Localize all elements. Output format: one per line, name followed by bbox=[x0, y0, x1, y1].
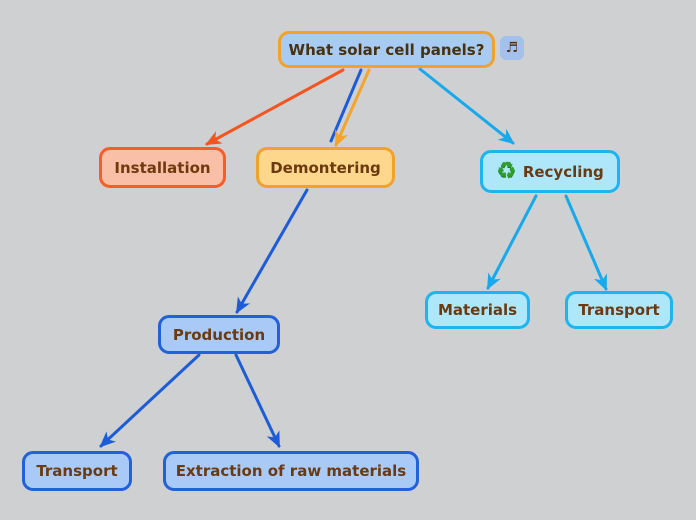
node-transport-left[interactable]: Transport bbox=[22, 451, 132, 491]
node-transport-right[interactable]: Transport bbox=[565, 291, 673, 329]
node-materials-label: Materials bbox=[437, 301, 518, 319]
node-production[interactable]: Production bbox=[158, 315, 280, 354]
node-extraction-label: Extraction of raw materials bbox=[175, 462, 407, 480]
music-notes-icon[interactable]: ♬ bbox=[500, 36, 524, 60]
node-recycling[interactable]: ♻ Recycling bbox=[480, 150, 620, 193]
node-demontering[interactable]: Demontering bbox=[256, 147, 395, 188]
edge-recycling-transport bbox=[564, 194, 608, 291]
edge-recycling-materials bbox=[486, 194, 538, 290]
node-root-label: What solar cell panels? bbox=[288, 40, 485, 59]
node-extraction[interactable]: Extraction of raw materials bbox=[163, 451, 419, 491]
node-transport-left-label: Transport bbox=[36, 462, 118, 480]
edge-production-extraction bbox=[234, 353, 281, 448]
edge-demontering-production bbox=[235, 188, 309, 314]
node-production-label: Production bbox=[172, 325, 266, 344]
node-installation[interactable]: Installation bbox=[99, 147, 226, 188]
node-transport-right-label: Transport bbox=[578, 301, 660, 319]
edge-root-recycling bbox=[418, 67, 515, 145]
edge-root-demontering bbox=[334, 68, 371, 147]
node-demontering-label: Demontering bbox=[270, 158, 381, 177]
recycle-icon: ♻ bbox=[496, 158, 517, 184]
music-notes-glyph: ♬ bbox=[505, 40, 519, 56]
edge-root-demontering-blue bbox=[329, 68, 363, 143]
edge-production-transport bbox=[99, 353, 201, 448]
node-installation-label: Installation bbox=[114, 158, 211, 177]
edge-root-installation bbox=[205, 68, 345, 146]
node-materials[interactable]: Materials bbox=[425, 291, 530, 329]
node-root-question[interactable]: What solar cell panels? bbox=[278, 31, 495, 68]
node-recycling-label: Recycling bbox=[522, 162, 604, 181]
